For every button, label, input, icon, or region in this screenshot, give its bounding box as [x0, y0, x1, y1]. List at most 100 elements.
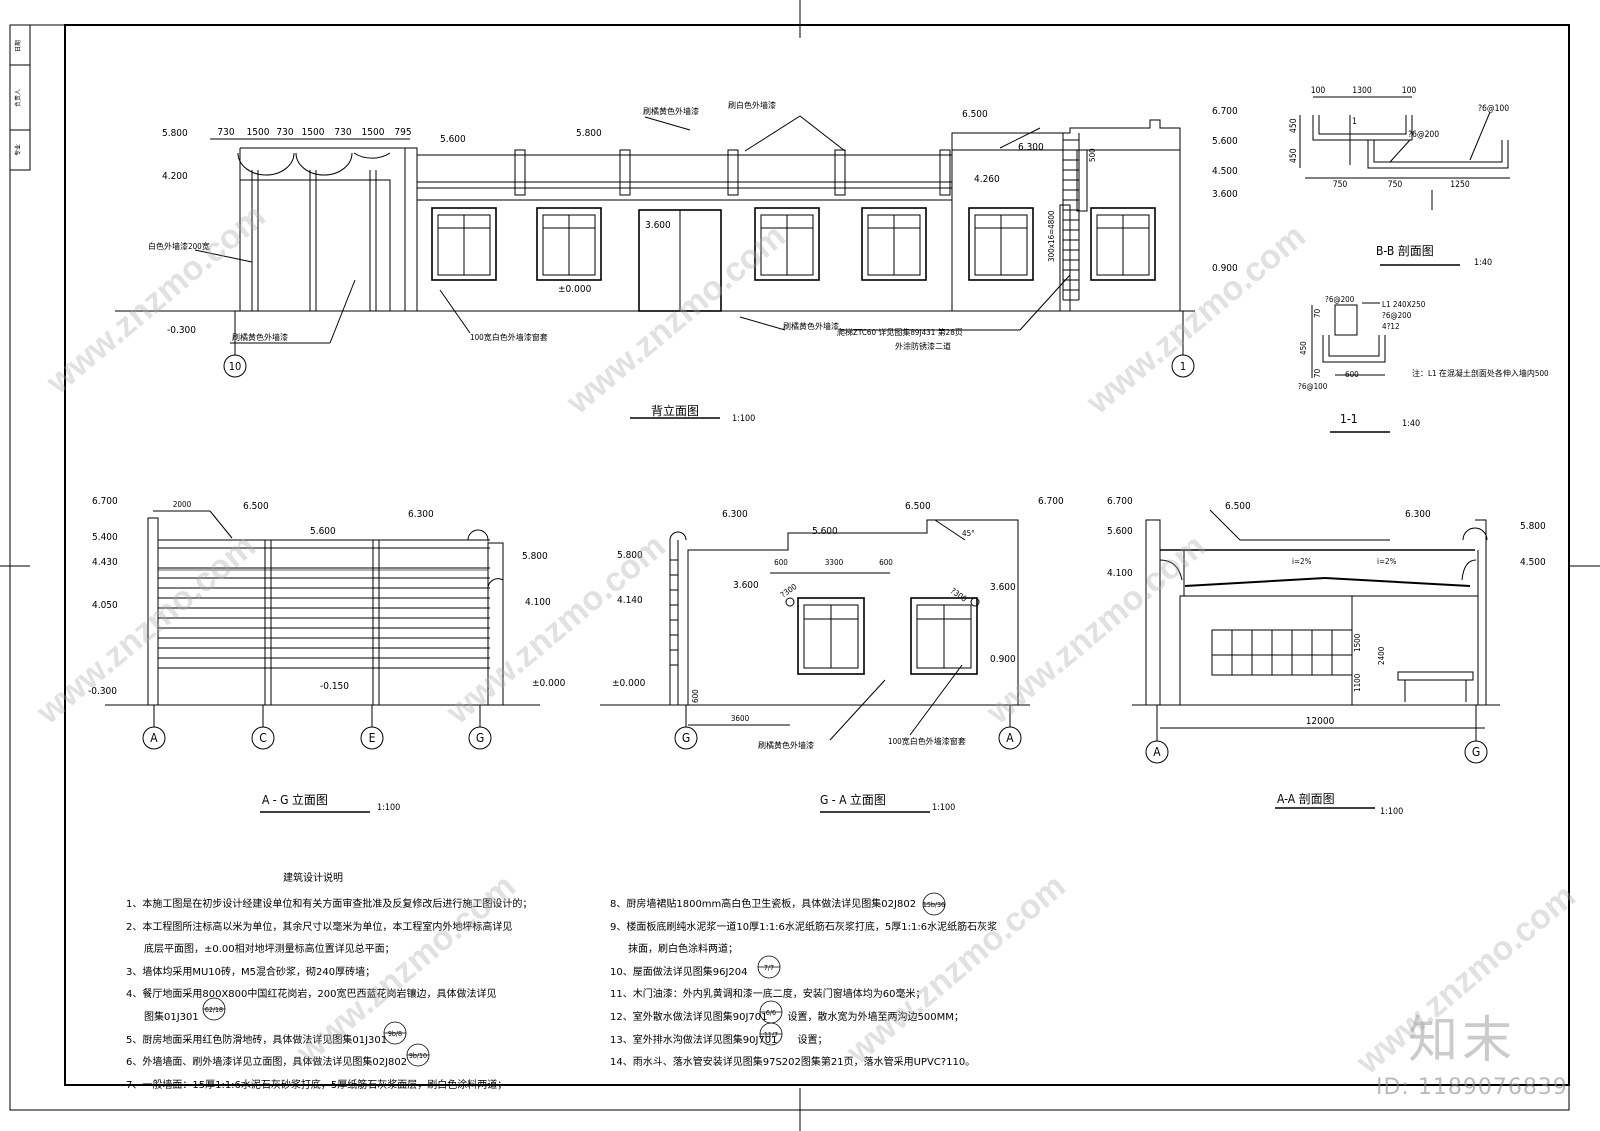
- aa-level-5800: 5.800: [1520, 521, 1546, 532]
- aa-level-4500: 4.500: [1520, 557, 1546, 568]
- s11-dim-450: 450: [1299, 341, 1308, 355]
- ga-level-6500: 6.500: [905, 501, 931, 512]
- level-6500-rear: 6.500: [962, 109, 988, 120]
- bb-scale: 1:40: [1474, 258, 1492, 268]
- label-ladder: 爬梯ZTC60 详见图集89J431 第28页: [837, 327, 963, 337]
- aa-title: A-A 剖面图: [1277, 792, 1335, 806]
- s11-dim-70-top: 70: [1313, 308, 1322, 318]
- ref-symbol-9b-8: 9b/8: [388, 1030, 402, 1038]
- bb-dim-100-right: 100: [1402, 86, 1417, 96]
- dim-1500-a: 1500: [247, 127, 270, 138]
- rear-elevation: 730 1500 730 1500 730 1500 795 5.800 4.2…: [115, 100, 1238, 424]
- ref-symbol-62-18: 62/18: [205, 1006, 223, 1014]
- ga-scale: 1:100: [932, 803, 955, 813]
- note-item: 7、一般墙面：15厚1:1:6水泥石灰砂浆打底，5厚纸筋石灰浆面层，刷白色涂料两…: [126, 1079, 508, 1091]
- ga-vent-left: ?300: [779, 582, 799, 600]
- aa-axis-g: G: [1472, 745, 1480, 759]
- ga-axis-a: A: [1006, 731, 1014, 745]
- dim-1500-b: 1500: [302, 127, 325, 138]
- aa-level-6300: 6.300: [1405, 509, 1431, 520]
- ag-axis-c: C: [259, 731, 267, 745]
- aa-level-6500: 6.500: [1225, 501, 1251, 512]
- s11-rebar-100: ?6@100: [1298, 382, 1328, 391]
- s11-beam: L1 240X250: [1382, 300, 1426, 309]
- note-item: 底层平面图，±0.00相对地坪测量标高位置详见总平面；: [144, 944, 395, 956]
- bb-dim-450-top: 450: [1289, 118, 1299, 133]
- level-4260: 4.260: [974, 174, 1000, 185]
- level-5600-mid: 5.600: [440, 134, 466, 145]
- aa-dim-1100: 1100: [1353, 673, 1362, 692]
- ag-level-m0300: -0.300: [88, 686, 117, 697]
- aa-level-6700: 6.700: [1107, 496, 1133, 507]
- elevation-ga: 5.800 4.140 3.600 ±0.000 6.300 5.600 6.5…: [600, 496, 1064, 813]
- ag-level-4430: 4.430: [92, 557, 118, 568]
- ga-level-0900: 0.900: [990, 654, 1016, 665]
- level-5600-right: 5.600: [1212, 136, 1238, 147]
- note-item: 11、木门油漆：外内乳黄调和漆一底二度，安装门窗墙体均为60毫米；: [610, 989, 926, 1001]
- bb-dim-1300: 1300: [1352, 86, 1372, 96]
- ref-symbol-6-6: 6/6: [766, 1009, 776, 1017]
- ga-dim-600-right: 600: [879, 558, 893, 567]
- aa-span-12000: 12000: [1306, 716, 1335, 727]
- level-3600-right: 3.600: [1212, 189, 1238, 200]
- design-notes-heading: 建筑设计说明: [283, 873, 343, 884]
- level-4200-left: 4.200: [162, 171, 188, 182]
- label-yellow-base: 刷橘黄色外墙漆: [783, 321, 839, 331]
- ag-dim-2000: 2000: [173, 500, 192, 509]
- level-5800-mid: 5.800: [576, 128, 602, 139]
- dim-730-b: 730: [276, 127, 293, 138]
- aa-dim-2400: 2400: [1377, 646, 1386, 665]
- ga-level-5600: 5.600: [812, 526, 838, 537]
- ref-symbol-7-7: 7/7: [764, 964, 774, 972]
- ga-axis-g: G: [682, 731, 690, 745]
- axis-1: 1: [1180, 360, 1186, 373]
- title-block-discipline: 专业: [14, 144, 22, 156]
- ag-level-6500: 6.500: [243, 501, 269, 512]
- level-0900-right: 0.900: [1212, 263, 1238, 274]
- aa-level-4100: 4.100: [1107, 568, 1133, 579]
- ga-label-yellow: 刷橘黄色外墙漆: [758, 740, 814, 750]
- ag-level-5400: 5.400: [92, 532, 118, 543]
- bb-rebar-100: ?6@100: [1478, 104, 1509, 114]
- ga-vent-right: ?300: [949, 586, 969, 604]
- aa-dim-1500: 1500: [1353, 633, 1362, 652]
- level-5800-left: 5.800: [162, 128, 188, 139]
- bb-dim-750-a: 750: [1333, 180, 1348, 190]
- bb-dim-1250: 1250: [1450, 180, 1470, 190]
- ag-level-6700: 6.700: [92, 496, 118, 507]
- design-notes-left: 1、本施工图是在初步设计经建设单位和有关方面审查批准及反复修改后进行施工图设计的…: [126, 894, 596, 1097]
- note-item: 4、餐厅地面采用800X800中国红花岗岩，200宽巴西蓝花岗岩镶边，具体做法详…: [126, 989, 497, 1001]
- dim-ladder-rungs: 300x16=4800: [1047, 210, 1056, 262]
- level-6700-right: 6.700: [1212, 106, 1238, 117]
- ag-scale: 1:100: [377, 803, 400, 813]
- ga-dim-600-left: 600: [774, 558, 788, 567]
- ga-title: G - A 立面图: [820, 792, 886, 807]
- s11-dim-600: 600: [1345, 370, 1359, 379]
- section-aa: 6.700 5.600 4.100 6.500 6.300 5.800 4.50…: [1107, 496, 1546, 817]
- label-white-top: 刷白色外墙漆: [728, 100, 776, 110]
- ga-angle: 45°: [962, 529, 975, 538]
- ga-dim-3600: 3600: [731, 714, 750, 723]
- bb-section-mark: 1: [1352, 117, 1357, 127]
- s11-rebar-200-b: ?6@200: [1382, 311, 1412, 320]
- s11-note: 注：L1 在混凝土剖面处各伸入墙内500: [1412, 368, 1549, 378]
- bb-title: B-B 剖面图: [1376, 244, 1434, 258]
- title-block-date: 日期: [14, 40, 22, 52]
- s11-title: 1-1: [1340, 412, 1358, 426]
- rear-elevation-title: 背立面图: [651, 403, 699, 418]
- note-item: 5、厨房地面采用红色防滑地砖，具体做法详见图集01J301: [126, 1034, 388, 1046]
- note-item: 1、本施工图是在初步设计经建设单位和有关方面审查批准及反复修改后进行施工图设计的…: [126, 899, 533, 910]
- note-item: 14、雨水斗、落水管安装详见图集97S202图集第21页，落水管采用UPVC?1…: [610, 1057, 976, 1069]
- dim-500-ladder: 500: [1088, 148, 1097, 162]
- note-reference-symbols: [202, 892, 946, 1067]
- bb-dim-450-bottom: 450: [1289, 148, 1299, 163]
- elevation-ag: 6.700 5.400 4.430 4.050 -0.300 6.500 5.6…: [88, 496, 566, 813]
- section-1-1: ?6@200 L1 240X250 ?6@200 4?12 ?6@100 70 …: [1298, 295, 1549, 433]
- label-ladder-paint: 外涂防锈漆二道: [895, 341, 951, 351]
- ga-level-6300: 6.300: [722, 509, 748, 520]
- note-item: 9、楼面板底刷纯水泥浆一道10厚1:1:6水泥纸筋石灰浆打底，5厚1:1:6水泥…: [610, 921, 998, 933]
- level-0000-rear: ±0.000: [558, 284, 592, 295]
- ag-level-m0150: -0.150: [320, 681, 349, 692]
- level-4500-right: 4.500: [1212, 166, 1238, 177]
